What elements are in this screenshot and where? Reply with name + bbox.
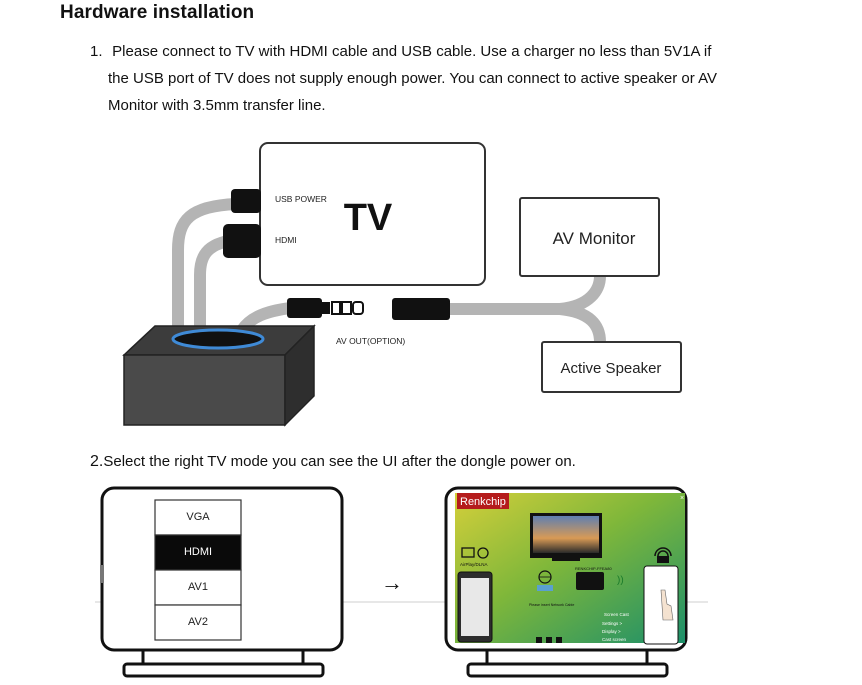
usb-cable — [172, 198, 242, 336]
network-hint: Please insert Network Cable — [529, 603, 574, 607]
hand-icon — [660, 589, 674, 621]
bottom-icon-3 — [556, 637, 562, 643]
airplay-icon — [461, 547, 475, 558]
phone-left-screen — [461, 578, 489, 636]
av-out-label: AV OUT(OPTION) — [336, 336, 405, 346]
av-socket-plug — [392, 298, 450, 320]
step-1-line-3: Monitor with 3.5mm transfer line. — [108, 97, 326, 114]
brand-name: Renkchip — [460, 496, 506, 508]
bottom-icon-1 — [536, 637, 542, 643]
arrow-right-icon: → — [381, 570, 403, 595]
miracast-icon — [654, 547, 672, 563]
ssid-label: RENKCHIP-FFEA80 — [575, 566, 612, 571]
tv-ui-screen: Renkchip × AirPlay/DLNA Miracast Please … — [455, 493, 685, 645]
tv-mode-menu: VGA HDMI AV1 AV2 — [154, 499, 242, 641]
close-icon: × — [680, 495, 684, 502]
page-title: Hardware installation — [60, 2, 255, 23]
dlna-icon — [477, 547, 489, 559]
mode-option-av1[interactable] — [154, 569, 242, 606]
phone-right — [643, 565, 679, 645]
mode-av2-label: AV2 — [188, 616, 208, 628]
av-cable-to-speaker — [554, 303, 606, 348]
step-2-number: 2. — [90, 453, 104, 470]
mode-vga-label: VGA — [186, 511, 210, 523]
settings-link[interactable]: Settings > — [602, 621, 623, 626]
dongle-icon — [576, 572, 604, 590]
step-1-line-1: 1. Please connect to TV with HDMI cable … — [90, 38, 790, 65]
brand-badge — [457, 493, 509, 509]
preview-image — [533, 516, 599, 553]
dongle-box — [122, 324, 316, 427]
av-jack — [287, 298, 364, 318]
bottom-icon-2 — [546, 637, 552, 643]
mode-hdmi-label: HDMI — [184, 546, 212, 558]
tv-box — [259, 142, 486, 286]
step-2-text: Select the right TV mode you can see the… — [103, 453, 576, 470]
step-2-instructions: 2.Select the right TV mode you can see t… — [90, 448, 576, 475]
screen-cast-label: Screen Cast — [604, 612, 630, 617]
av-monitor-box — [519, 197, 660, 277]
usb-plug — [231, 189, 261, 213]
connection-diagram: TV USB POWER HDMI AV OUT(OPTION) AV Moni… — [122, 142, 682, 427]
airplay-label: AirPlay/DLNA — [460, 562, 488, 567]
tv-mode-diagram: VGA HDMI AV1 AV2 → Renkchip × — [95, 486, 708, 678]
mode-option-hdmi[interactable] — [154, 534, 242, 571]
step-1-instructions: 1. Please connect to TV with HDMI cable … — [90, 38, 790, 119]
active-speaker-label: Active Speaker — [561, 360, 662, 377]
mode-av1-label: AV1 — [188, 581, 208, 593]
lan-badge — [537, 585, 553, 591]
wifi-signal-icon: )) — [617, 575, 624, 586]
usb-power-label: USB POWER — [275, 194, 327, 204]
mode-option-av2[interactable] — [154, 604, 242, 641]
mode-option-vga[interactable] — [154, 499, 242, 536]
display-link[interactable]: Display > — [602, 629, 621, 634]
step-1-number: 1. — [90, 43, 103, 60]
active-speaker-box — [541, 341, 682, 393]
led-ring — [171, 328, 265, 350]
cast-screen-link[interactable]: Cast screen — [602, 637, 627, 642]
step-1-line-2: the USB port of TV does not supply enoug… — [108, 70, 718, 87]
hdmi-port-label: HDMI — [275, 235, 297, 245]
tv-label: TV — [344, 197, 393, 239]
av-monitor-label: AV Monitor — [553, 229, 636, 248]
hdmi-plug — [223, 224, 261, 258]
